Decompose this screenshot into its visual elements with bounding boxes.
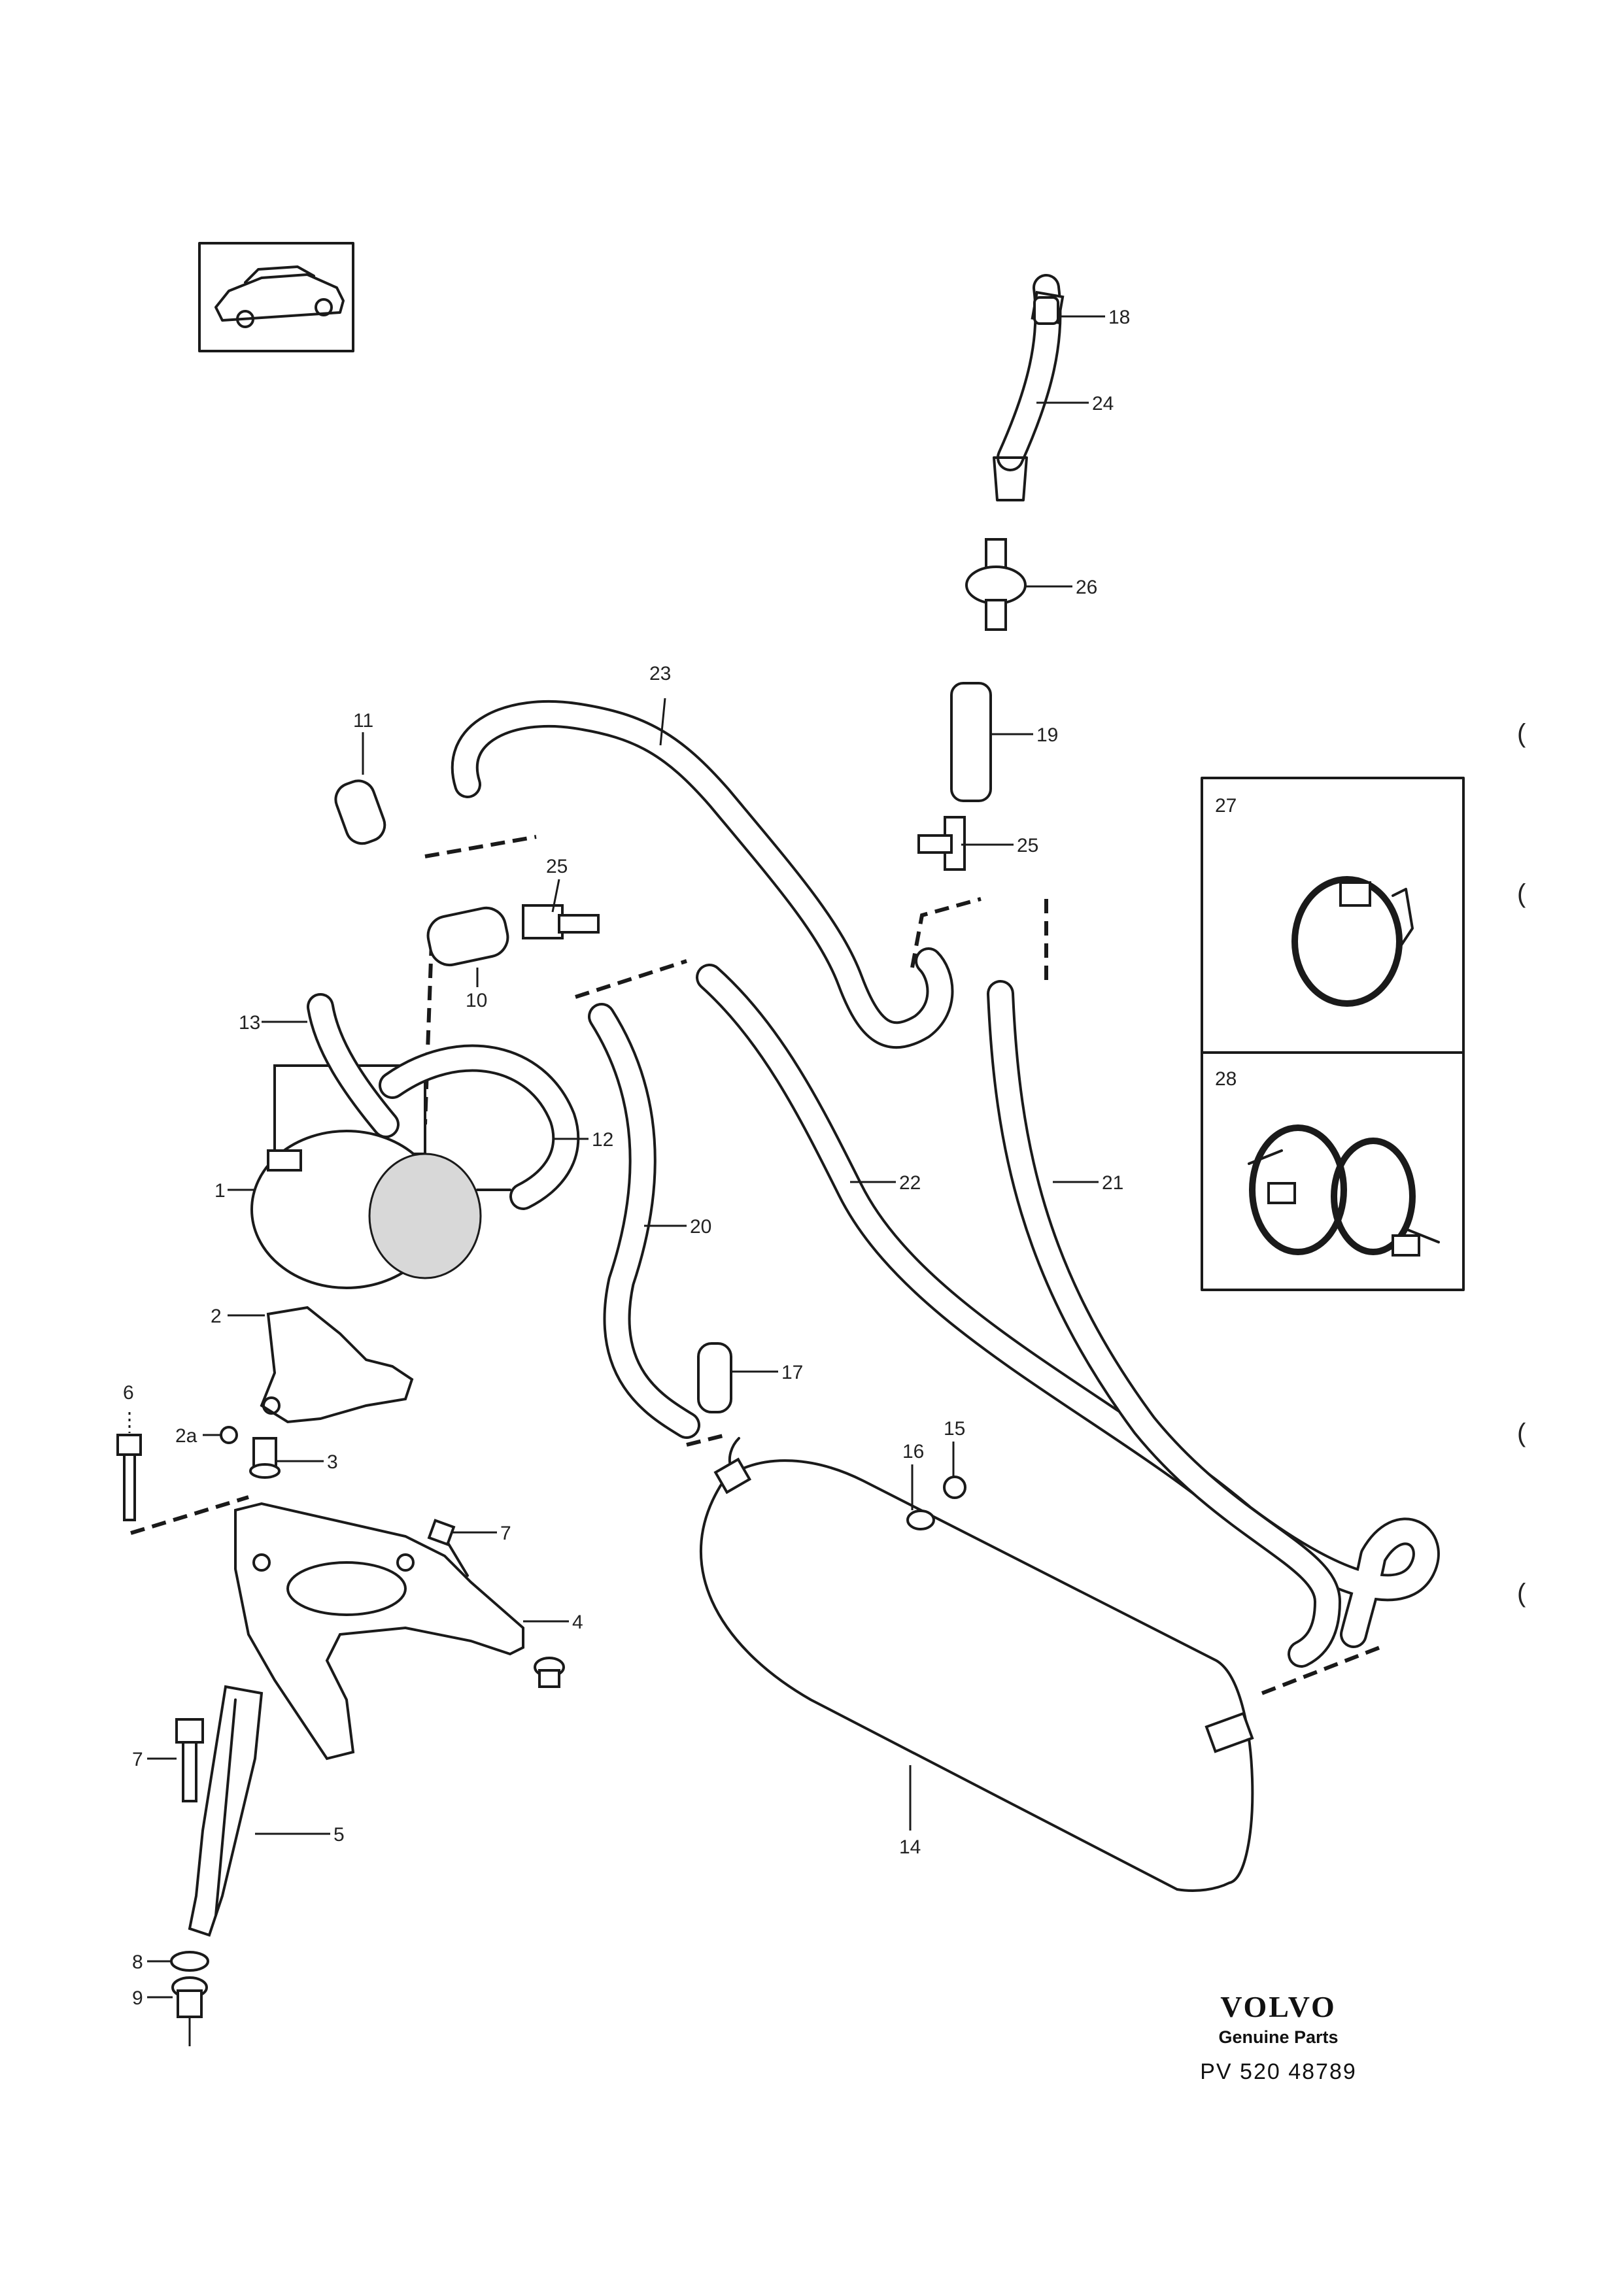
screw-2a <box>220 1426 238 1444</box>
t-fitting-25-right <box>917 816 966 871</box>
t-fitting-25-left <box>522 904 600 939</box>
connector-dash <box>910 897 982 968</box>
connector-dash <box>130 1495 249 1535</box>
nut-9 <box>171 1976 208 2018</box>
label-1: 1 <box>214 1180 226 1202</box>
vacuum-tank-14 <box>700 1437 1254 1892</box>
car-thumbnail <box>198 242 354 352</box>
clamp-detail-box <box>1201 777 1465 1291</box>
label-10: 10 <box>466 990 487 1011</box>
label-6: 6 <box>123 1382 134 1404</box>
bolt-7-upper <box>427 1519 469 1577</box>
label-21: 21 <box>1102 1172 1123 1194</box>
washer-8 <box>170 1951 209 1972</box>
label-23: 23 <box>649 663 671 684</box>
fitting-4-nut <box>534 1657 565 1688</box>
check-valve-26 <box>965 538 1027 631</box>
label-7a: 7 <box>500 1523 511 1544</box>
leader-23 <box>659 698 666 746</box>
label-26: 26 <box>1076 577 1097 598</box>
connector-dash <box>423 941 434 1125</box>
label-25b: 25 <box>1017 835 1038 856</box>
margin-mark: ( <box>1517 879 1526 908</box>
label-20: 20 <box>690 1216 711 1238</box>
connector-dash <box>686 1433 726 1447</box>
bolt-6 <box>116 1434 142 1521</box>
part-number-text: PV 520 48789 <box>1200 2059 1357 2084</box>
label-18: 18 <box>1108 307 1130 328</box>
bracket-4 <box>234 1502 524 1761</box>
screw-15 <box>943 1476 966 1499</box>
hose-11 <box>334 779 386 845</box>
washer-16 <box>906 1510 935 1530</box>
label-5: 5 <box>333 1824 345 1846</box>
label-25a: 25 <box>546 856 568 877</box>
connector-dash <box>424 835 537 858</box>
margin-mark: ( <box>1517 1579 1526 1608</box>
hose-10 <box>426 906 509 967</box>
grommet-3 <box>249 1437 281 1479</box>
margin-mark: ( <box>1517 719 1526 748</box>
label-11: 11 <box>353 710 373 732</box>
label-8: 8 <box>132 1951 143 1973</box>
label-9: 9 <box>132 1987 143 2009</box>
bolt-7-lower <box>175 1718 204 1802</box>
label-14: 14 <box>899 1836 921 1858</box>
connector-dash <box>575 959 687 999</box>
hose-20 <box>588 1003 700 1439</box>
hose-clamp-27 <box>1291 876 1414 1007</box>
label-24: 24 <box>1092 393 1114 414</box>
label-4: 4 <box>572 1612 583 1633</box>
fitting-18 <box>1033 296 1059 325</box>
label-3: 3 <box>327 1451 338 1473</box>
label-7b: 7 <box>132 1749 143 1770</box>
label-27: 27 <box>1215 795 1237 817</box>
bracket-5 <box>188 1685 264 1937</box>
margin-mark: ( <box>1517 1419 1526 1447</box>
leader-25a <box>551 879 560 913</box>
label-12: 12 <box>592 1129 613 1151</box>
hose-12 <box>379 1044 580 1210</box>
genuine-parts-text: Genuine Parts <box>1218 2027 1338 2047</box>
hose-clamp-28 <box>1248 1124 1440 1257</box>
hose-23 <box>451 700 954 1049</box>
hose-17 <box>697 1342 732 1413</box>
label-19: 19 <box>1036 724 1058 746</box>
label-15: 15 <box>944 1418 965 1440</box>
label-17: 17 <box>781 1362 803 1383</box>
label-2: 2 <box>211 1306 222 1327</box>
volvo-logo: VOLVO <box>1220 1990 1337 2023</box>
label-16: 16 <box>902 1441 924 1462</box>
label-13: 13 <box>239 1012 260 1034</box>
label-2a: 2a <box>175 1425 197 1447</box>
bracket-2 <box>260 1306 414 1424</box>
label-28: 28 <box>1215 1068 1237 1090</box>
hose-19 <box>950 682 992 802</box>
label-22: 22 <box>899 1172 921 1194</box>
hose-21 <box>987 980 1341 1668</box>
